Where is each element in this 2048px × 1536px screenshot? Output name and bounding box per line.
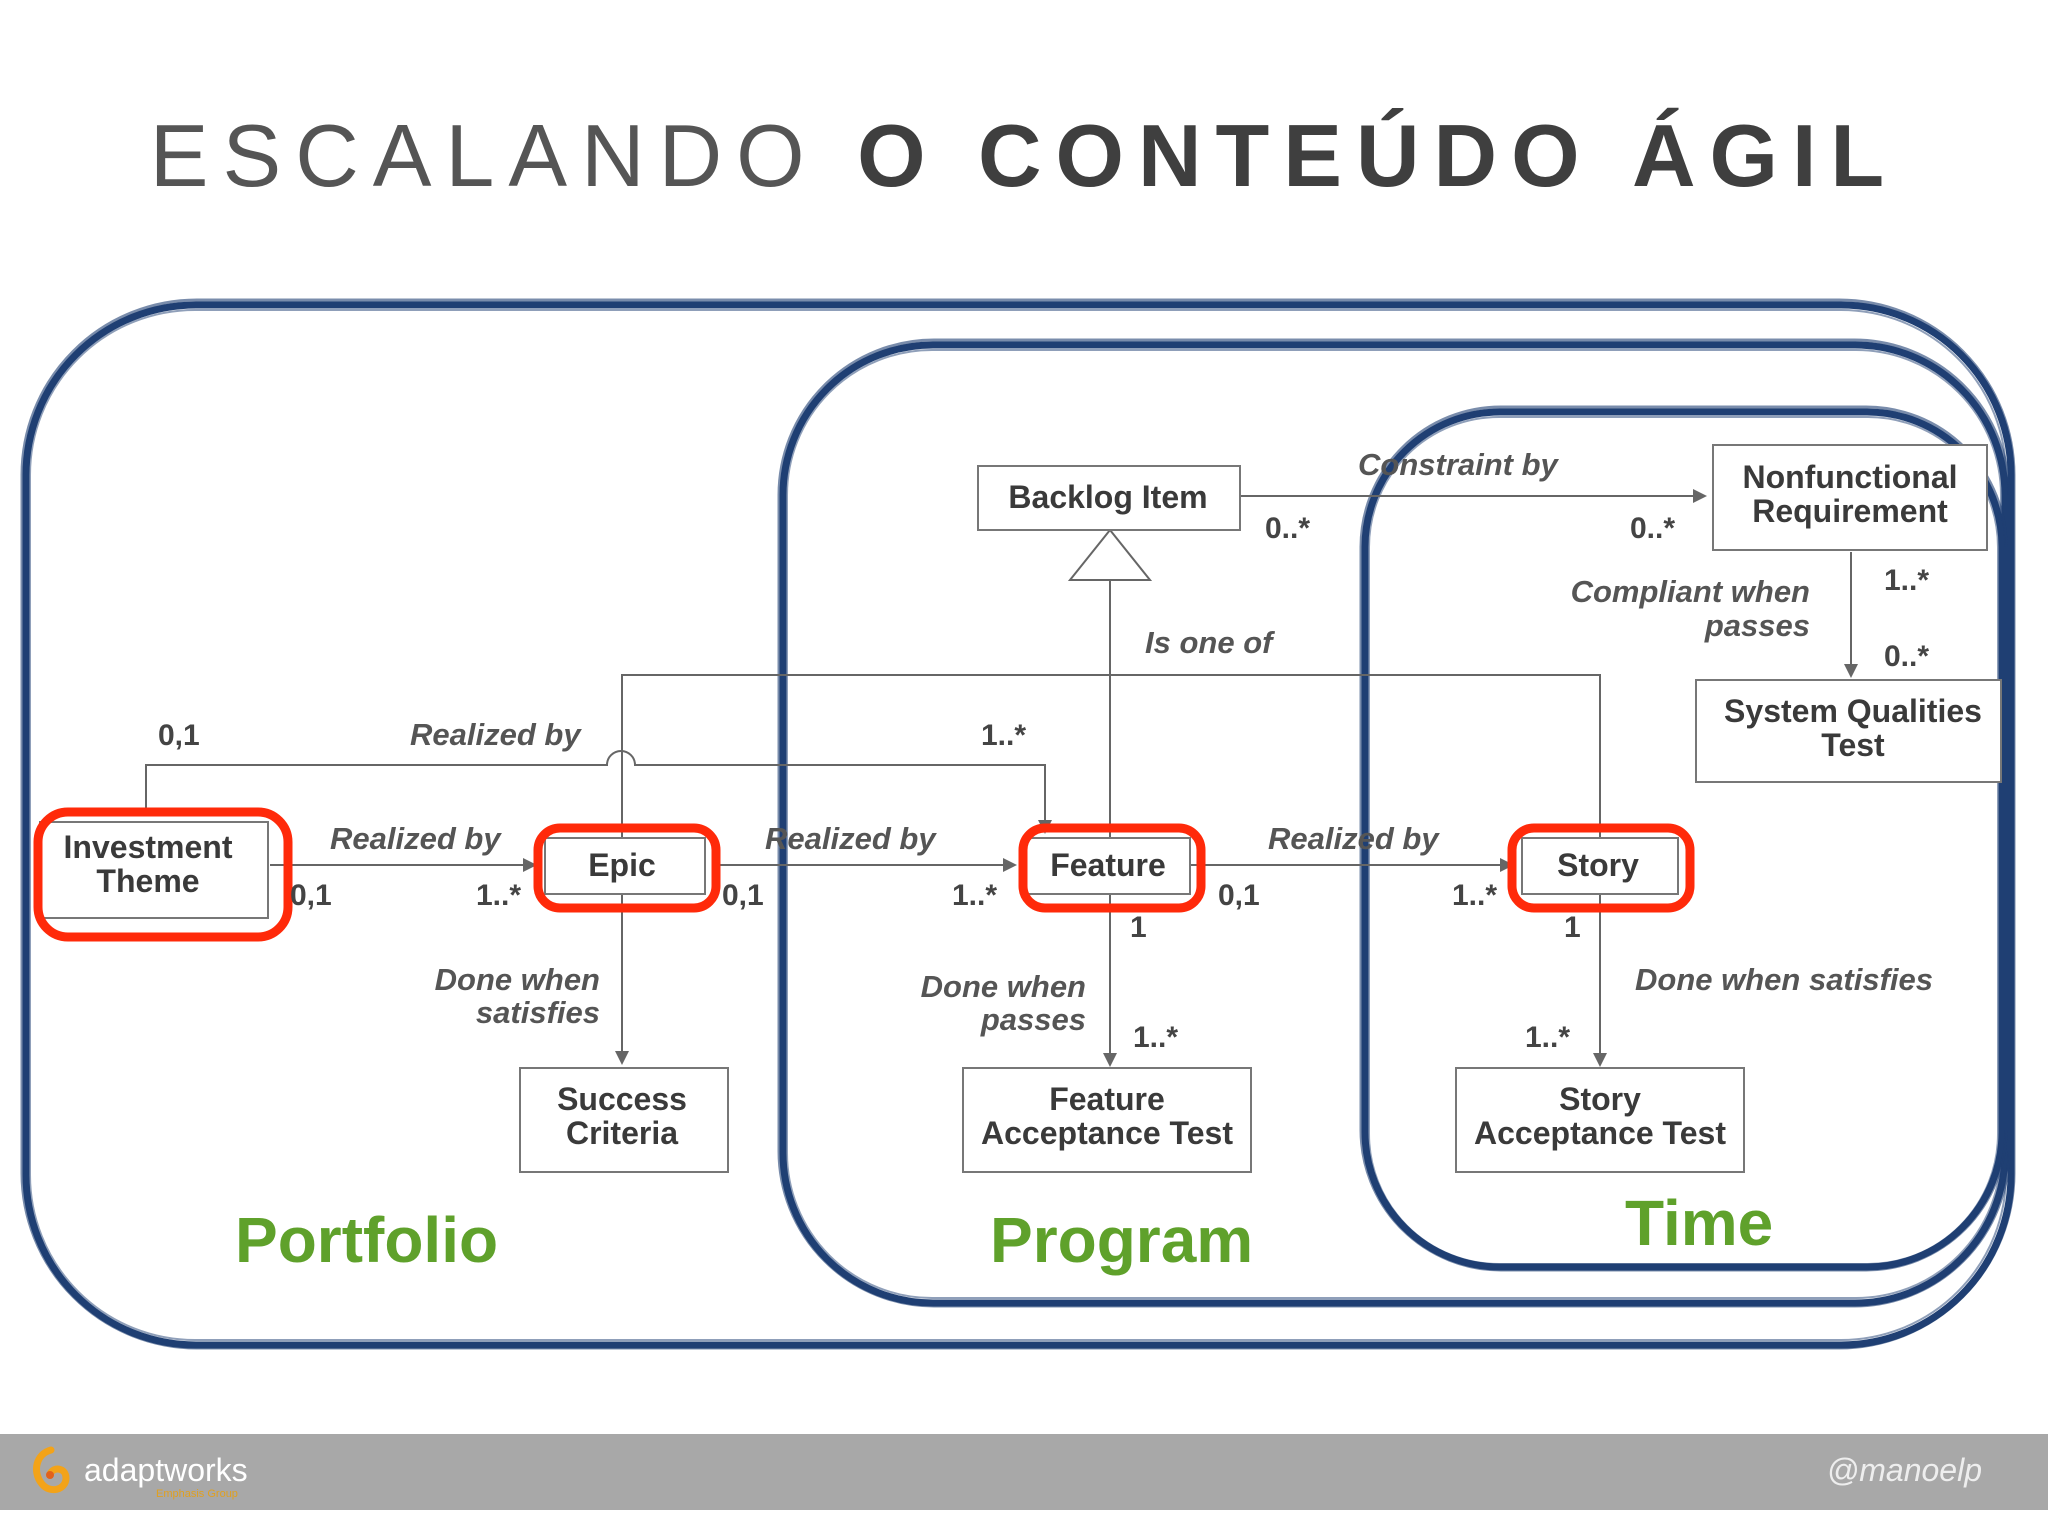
highlight-feature — [1018, 823, 1206, 913]
group-label-time: Time — [1625, 1187, 1773, 1259]
brand-name: adaptworks — [84, 1452, 248, 1488]
team-frame — [1359, 405, 2008, 1272]
author-handle: @manoelp — [1826, 1452, 1982, 1488]
mult-feature-left: 1..* — [952, 879, 997, 912]
box-success-criteria: Success Criteria — [519, 1067, 729, 1173]
label-compliant-passes: passes — [1704, 608, 1810, 643]
mult-sqt-top: 0..* — [1884, 640, 1929, 673]
box-text: Theme — [96, 863, 199, 899]
box-text: Requirement — [1752, 493, 1948, 529]
box-text: System Qualities — [1724, 693, 1982, 729]
highlights — [33, 807, 1695, 942]
mult-feature-bottom: 1 — [1130, 911, 1147, 944]
brand-subtitle: Emphasis Group — [156, 1488, 238, 1500]
mult-theme-right: 0,1 — [290, 879, 332, 912]
mult-nfr-bottom: 1..* — [1884, 564, 1929, 597]
mult-feature-right: 0,1 — [1218, 879, 1260, 912]
label-satisfies-epic: satisfies — [476, 995, 600, 1030]
label-compliant-when: Compliant when — [1571, 574, 1810, 609]
box-backlog-item: Backlog Item — [977, 465, 1241, 531]
box-text: Success — [557, 1081, 687, 1117]
footer-bar: adaptworks Emphasis Group @manoelp — [0, 1434, 2048, 1510]
mult-sat-top: 1..* — [1525, 1021, 1570, 1054]
label-done-when-epic: Done when — [435, 962, 600, 997]
mult-fat-top: 1..* — [1133, 1021, 1178, 1054]
label-realized-by-feature: Realized by — [765, 821, 937, 856]
box-text: Story — [1559, 1081, 1641, 1117]
label-realized-by-story: Realized by — [1268, 821, 1440, 856]
title-light: ESCALANDO — [149, 106, 819, 205]
label-passes-feature: passes — [980, 1002, 1086, 1037]
mult-feature-top: 1..* — [981, 719, 1026, 752]
box-nfr: Nonfunctional Requirement — [1712, 444, 1988, 551]
highlight-story — [1507, 823, 1695, 913]
connectors — [145, 489, 1858, 1067]
highlight-investment-theme — [33, 807, 293, 942]
mult-epic-right: 0,1 — [722, 879, 764, 912]
generalization-triangle — [1067, 528, 1153, 581]
mult-epic-left: 1..* — [476, 879, 521, 912]
label-done-when-story: Done when satisfies — [1635, 962, 1933, 997]
box-text: Backlog Item — [1008, 479, 1207, 515]
agile-content-diagram: Investment Theme Epic Feature Story Back… — [20, 298, 2016, 1350]
label-realized-by-epic: Realized by — [330, 821, 502, 856]
mult-story-bottom: 1 — [1564, 911, 1581, 944]
box-text: Feature — [1049, 1081, 1165, 1117]
box-feature: Feature — [1024, 837, 1191, 895]
mult-backlog-right: 0..* — [1265, 512, 1310, 545]
label-constraint-by: Constraint by — [1358, 447, 1560, 482]
box-text: Acceptance Test — [981, 1115, 1233, 1151]
box-investment-theme: Investment Theme — [39, 821, 269, 919]
box-epic: Epic — [544, 837, 706, 895]
group-label-program: Program — [990, 1204, 1253, 1276]
box-text: Story — [1557, 847, 1639, 883]
swirl-logo-icon — [33, 1446, 70, 1494]
box-text: Nonfunctional — [1742, 459, 1957, 495]
box-system-qualities-test: System Qualities Test — [1695, 679, 2002, 783]
label-realized-by-top: Realized by — [410, 717, 582, 752]
highlight-epic — [533, 823, 721, 913]
box-feature-acceptance-test: Feature Acceptance Test — [962, 1067, 1252, 1173]
mult-story-left: 1..* — [1452, 879, 1497, 912]
box-text: Acceptance Test — [1474, 1115, 1726, 1151]
box-text: Investment — [64, 829, 233, 865]
box-text: Test — [1821, 727, 1885, 763]
mult-nfr-left: 0..* — [1630, 512, 1675, 545]
title-bold: O CONTEÚDO ÁGIL — [857, 106, 1899, 205]
box-text: Criteria — [566, 1115, 678, 1151]
box-story-acceptance-test: Story Acceptance Test — [1455, 1067, 1745, 1173]
brand-logo: adaptworks Emphasis Group — [26, 1444, 326, 1502]
box-story: Story — [1521, 837, 1679, 895]
mult-theme-top: 0,1 — [158, 719, 200, 752]
label-is-one-of: Is one of — [1145, 625, 1275, 660]
label-done-when-feature: Done when — [921, 969, 1086, 1004]
box-text: Feature — [1050, 847, 1166, 883]
group-label-portfolio: Portfolio — [235, 1204, 498, 1276]
slide-title: ESCALANDO O CONTEÚDO ÁGIL — [0, 105, 2048, 207]
box-text: Epic — [588, 847, 656, 883]
